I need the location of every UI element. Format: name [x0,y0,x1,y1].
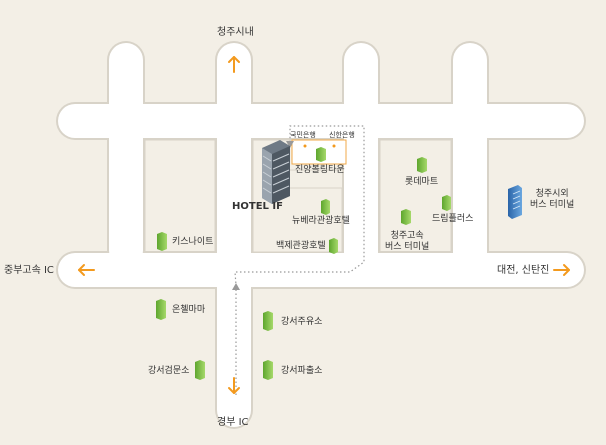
cheongju-express-line1: 청주고속 [390,231,424,241]
direction-arrows [78,56,570,394]
intercity-line1: 청주시외 [535,189,569,199]
dream-plus-label: 드림플러스 [432,214,474,224]
route-arrow-down [286,141,294,148]
building-icon-lottemart [417,157,427,173]
direction-north-label: 청주시내 [217,27,254,38]
cheongju-express-line2: 버스 터미널 [385,242,430,252]
hotel-building-icon [262,140,290,204]
road-network [58,43,584,427]
block-outlines [144,139,452,253]
gangseo-police-label: 강서파출소 [281,366,323,376]
direction-west-label: 중부고속 IC [4,265,54,276]
building-icon-dreamplus [442,195,451,211]
direction-south-label: 경부 IC [217,417,249,428]
building-icon-gasstation [263,311,273,331]
kookmin-bank-label: 국민은행 [290,131,316,139]
building-icon-newvera [321,199,330,215]
blue-building-icon [508,185,522,219]
hotel-name-label: HOTEL IF [232,201,283,212]
onchel-mama-label: 온첼마마 [172,305,206,315]
jinyang-bowling-label: 진양볼링타운 [295,165,345,175]
kiss-night-label: 키스나이트 [172,237,214,247]
building-icon-police [263,360,273,380]
gangseo-gas-station-label: 강서주유소 [281,317,323,327]
route-dotted [234,125,365,395]
intercity-terminal-label: 청주시외 버스 터미널 [530,189,574,211]
building-icon-kissnight [157,232,167,251]
building-icon-inspection [195,360,205,380]
lotte-mart-label: 롯데마트 [405,177,439,187]
building-icon-onchel [156,299,166,320]
shinhan-bank-label: 신한은행 [329,131,355,139]
green-building-icons [156,147,451,380]
gangseo-inspection-label: 강서검문소 [148,366,190,376]
direction-east-label: 대전, 신탄진 [497,265,550,276]
newvera-hotel-label: 뉴베라관광호텔 [292,216,350,226]
cheongju-express-terminal-label: 청주고속 버스 터미널 [385,231,429,253]
route-arrow-up [232,283,240,290]
intercity-line2: 버스 터미널 [530,200,575,210]
building-icon-baekje [329,238,338,254]
building-icon-express [401,209,411,225]
baekje-hotel-label: 백제관광호텔 [276,241,326,251]
building-icon-jinyang [316,147,326,162]
